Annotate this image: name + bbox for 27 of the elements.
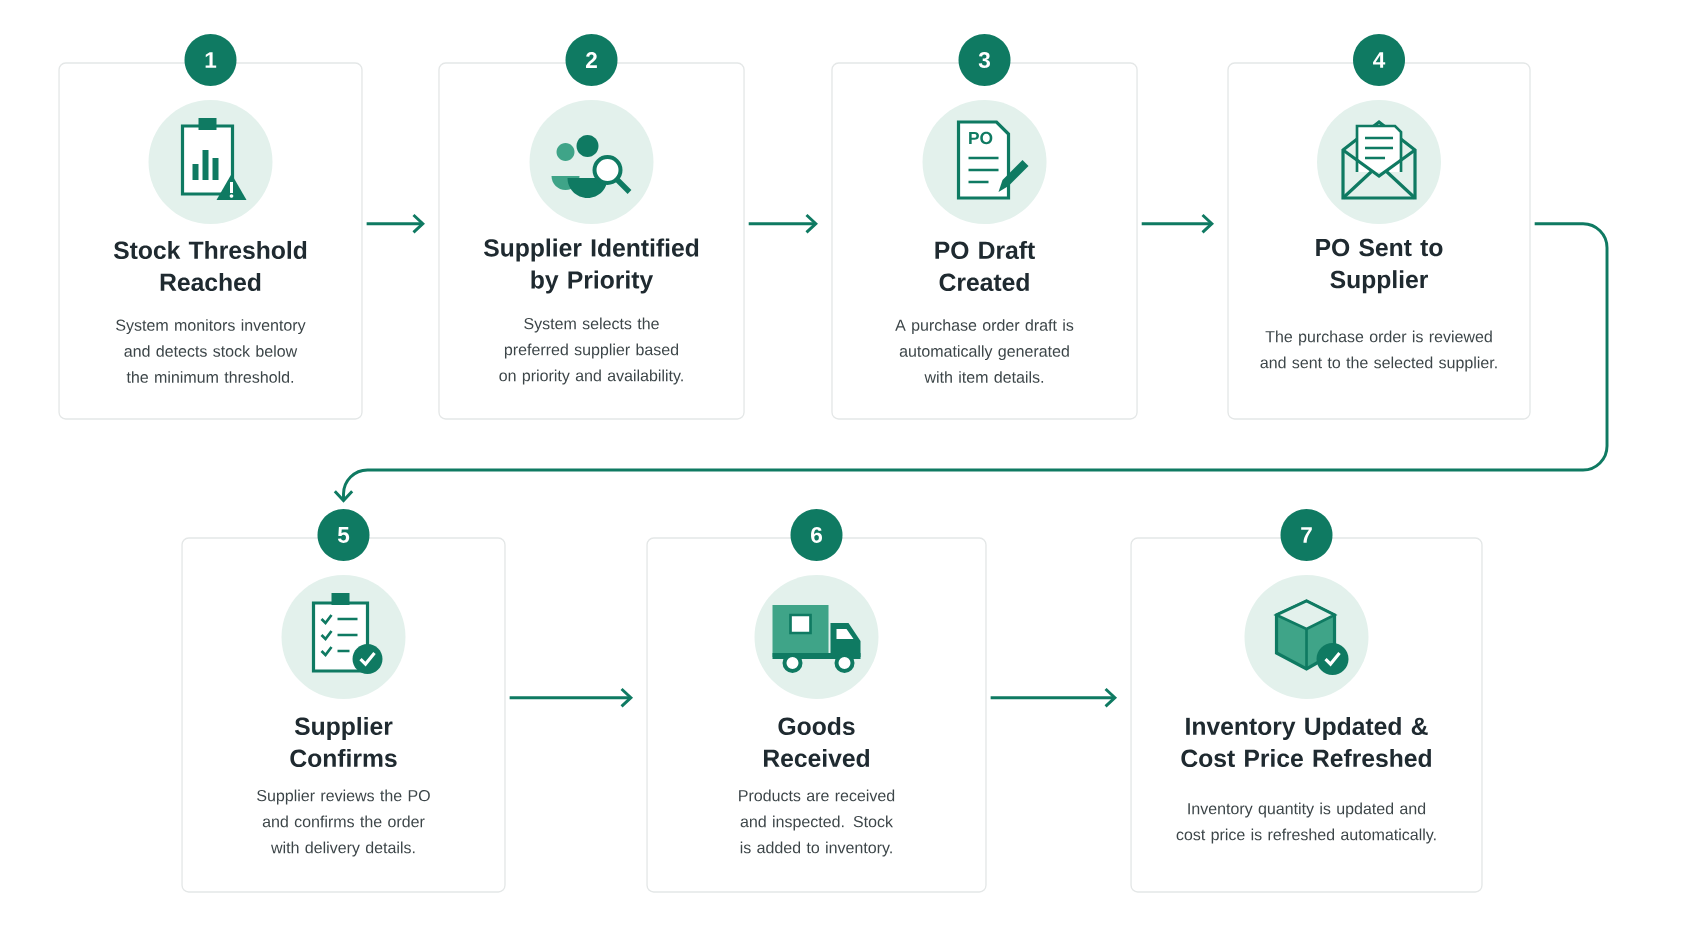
arrow <box>990 687 1118 708</box>
arrow <box>1141 213 1214 234</box>
arrow <box>333 222 1609 503</box>
number-badge: 5 <box>317 509 370 561</box>
step-description: System selects the preferred supplier based on priority and availability. <box>499 317 683 385</box>
arrow <box>366 213 425 234</box>
arrow <box>509 687 634 708</box>
number-badge: 7 <box>1280 509 1333 561</box>
step-description: Products are received and inspected. Stock is added to inventory. <box>739 789 895 857</box>
step-title: Stock Threshold Reached <box>113 240 307 292</box>
step-title: Inventory Updated & Cost Price Refreshed <box>1181 716 1431 768</box>
step-title: Supplier Confirms <box>290 716 397 768</box>
number-badge: 6 <box>790 509 843 561</box>
number-badge: 4 <box>1353 34 1405 86</box>
step-description: The purchase order is reviewed and sent to the selected supplier. <box>1260 330 1497 372</box>
step-description: System monitors inventory and detects stock below the minimum threshold. <box>116 319 306 383</box>
step-title: Goods Received <box>764 716 870 768</box>
number-badge: 2 <box>565 34 618 86</box>
step-title: PO Draft Created <box>935 240 1035 292</box>
number-badge: 1 <box>184 34 237 86</box>
step-title: Supplier Identified by Priority <box>483 238 699 294</box>
step-description: Supplier reviews the PO and confirms the order with delivery details. <box>257 789 430 857</box>
step-description: A purchase order draft is automatically generated with item details. <box>895 319 1074 383</box>
step-title: PO Sent to Supplier <box>1316 238 1443 294</box>
step-description: Inventory quantity is updated and cost price is refreshed automatically. <box>1176 802 1436 844</box>
arrow <box>748 213 818 234</box>
number-badge: 3 <box>958 34 1011 86</box>
